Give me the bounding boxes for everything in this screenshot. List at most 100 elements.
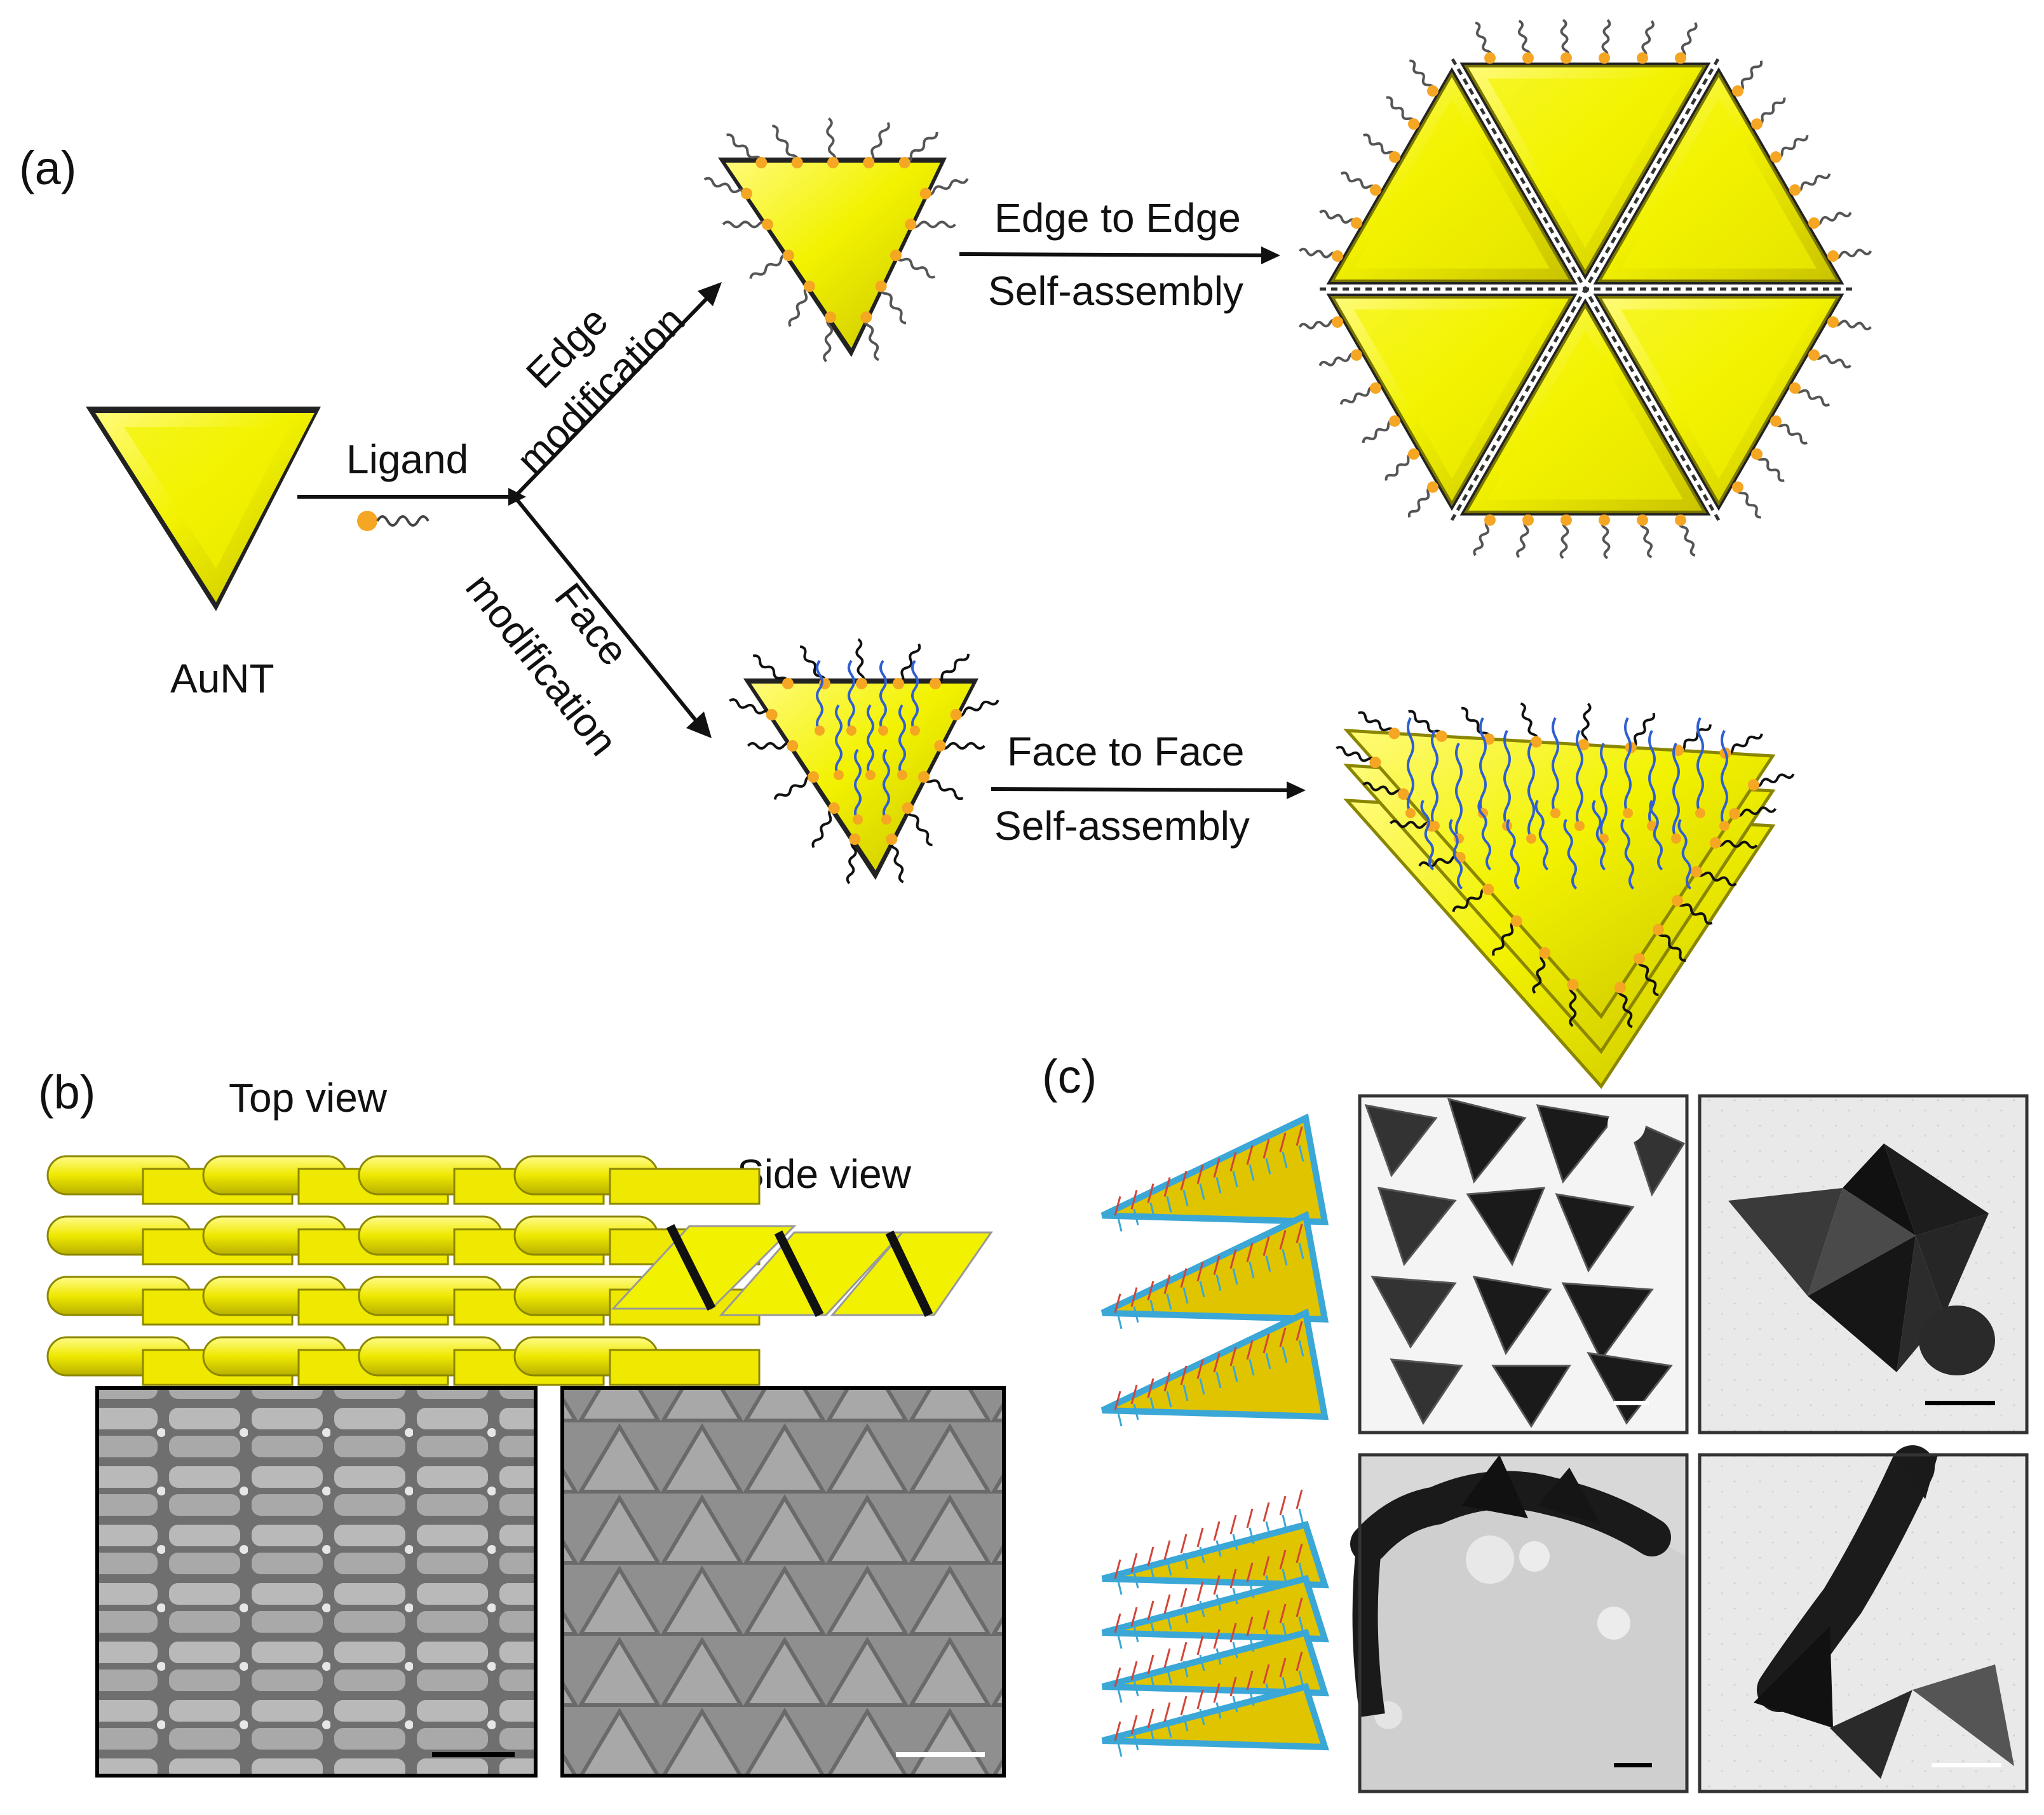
tem-image-4 — [1698, 1445, 2029, 1793]
ligand-bead — [1332, 316, 1343, 328]
aunt-triangle — [86, 407, 321, 611]
face-to-face-stacked-assembly — [1336, 702, 1795, 1090]
face-branch-arrow — [513, 496, 701, 725]
ligand-bead — [828, 802, 840, 814]
ligand-label: Ligand — [346, 436, 468, 482]
scale-bar — [896, 1752, 985, 1757]
ligand-bead — [741, 187, 752, 199]
edge-assembly-arrowhead — [1261, 246, 1280, 264]
ligand-bead — [1522, 52, 1534, 64]
ligand-bead — [787, 740, 799, 752]
ligand-bead — [1510, 915, 1522, 927]
ligand-bead — [1435, 730, 1447, 742]
ligand-bead — [1599, 514, 1610, 526]
aunt-label: AuNT — [170, 656, 274, 701]
ligand-bead — [893, 678, 904, 689]
ligand-bead — [1710, 837, 1721, 849]
ligand-bead — [1675, 514, 1686, 526]
ligand-bead — [856, 678, 867, 689]
ligand-bead — [1370, 184, 1381, 196]
ligand-bead — [1770, 151, 1782, 163]
ligand-bead — [1370, 382, 1381, 394]
face-modified-triangle — [729, 638, 999, 884]
ligand-bead — [808, 771, 819, 783]
twisted-chain — [1754, 1445, 2014, 1779]
panel-c-label: (c) — [1042, 1050, 1097, 1103]
scale-bar — [1614, 1401, 1649, 1405]
ligand-bead — [1389, 151, 1400, 163]
panel-b-label: (b) — [38, 1066, 95, 1119]
ligand-bead — [1397, 788, 1409, 800]
ligand-bead — [849, 833, 861, 845]
face-ligands — [729, 638, 999, 884]
ligand-bead — [1389, 415, 1400, 427]
ligand-bead — [1484, 514, 1496, 526]
face-assembly-arrow — [991, 787, 1290, 792]
sem-image-side-view — [560, 1386, 1006, 1778]
ligand-bead — [1637, 514, 1648, 526]
ligand-bead — [1751, 118, 1763, 130]
ligand-bead — [1675, 52, 1686, 64]
ligand-bead — [1808, 217, 1820, 229]
ligand-bead — [825, 311, 836, 323]
ligand-bead — [1351, 349, 1362, 361]
edge-modified-triangle — [703, 117, 969, 363]
edge-assembly-arrow — [959, 252, 1265, 257]
scale-bar — [1932, 1763, 2001, 1767]
ligand-bead — [1599, 52, 1610, 64]
ligand-bead — [762, 219, 773, 231]
ligand-bead — [1691, 866, 1702, 878]
panel-a-label: (a) — [19, 142, 76, 194]
edge-branch-arrow — [513, 292, 714, 499]
ligand-bead — [934, 740, 946, 752]
edge-ligands — [703, 117, 969, 363]
hexagonal-cluster — [1728, 1144, 1995, 1375]
ligand-bead — [1748, 779, 1759, 791]
ligand-bead — [886, 833, 898, 845]
ligand-molecule-icon — [357, 511, 430, 531]
ligand-bead — [1729, 808, 1740, 820]
ligand-bead — [804, 280, 815, 292]
face-assembly-label-2: Self-assembly — [994, 803, 1250, 849]
ligand-bead — [905, 219, 917, 231]
ligand-bead — [902, 802, 914, 814]
ligand-bead — [918, 771, 930, 783]
scale-bar — [1925, 1401, 1995, 1405]
scale-bar — [1614, 1763, 1652, 1767]
assembly-model-top — [1100, 1113, 1329, 1427]
ligand-bead — [827, 157, 839, 168]
ligand-bead — [1789, 382, 1801, 394]
ligand-bead — [1408, 448, 1419, 460]
ligand-bead — [1427, 481, 1438, 493]
ligand-bead — [875, 280, 887, 292]
panel-c: (c) — [1042, 1050, 2029, 1793]
ligand-bead — [791, 157, 803, 168]
face-assembly-label-1: Face to Face — [1007, 729, 1245, 774]
ligand-bead — [1539, 947, 1551, 959]
ligand-bead — [898, 157, 910, 168]
ligand-bead — [1369, 757, 1381, 768]
face-branch-arrowhead — [686, 712, 712, 738]
ligand-bead — [1388, 727, 1400, 739]
ligand-bead — [1427, 85, 1438, 97]
panel-a: (a) AuNT Ligand Edge modification Face m… — [19, 18, 1872, 1090]
ligand-bead — [1732, 85, 1743, 97]
top-view-bar-stack — [46, 1155, 761, 1386]
ligand-bead — [782, 678, 794, 689]
ligand-bead — [1614, 982, 1626, 994]
ligand-bead — [860, 311, 872, 323]
ligand-bead — [1653, 924, 1664, 936]
ligand-bead — [919, 187, 931, 199]
edge-branch-arrowhead — [698, 282, 722, 306]
ligand-bead — [1808, 349, 1820, 361]
ligand-bead — [1484, 52, 1496, 64]
ligand-bead — [1789, 184, 1801, 196]
ligand-bead — [1770, 415, 1782, 427]
ligand-bead — [863, 157, 875, 168]
face-assembly-arrowhead — [1287, 781, 1306, 799]
ligand-bead — [1827, 316, 1839, 328]
ligand-bead — [1672, 894, 1683, 907]
tem-image-1 — [1358, 1094, 1689, 1434]
ligand-bead — [1827, 250, 1839, 262]
